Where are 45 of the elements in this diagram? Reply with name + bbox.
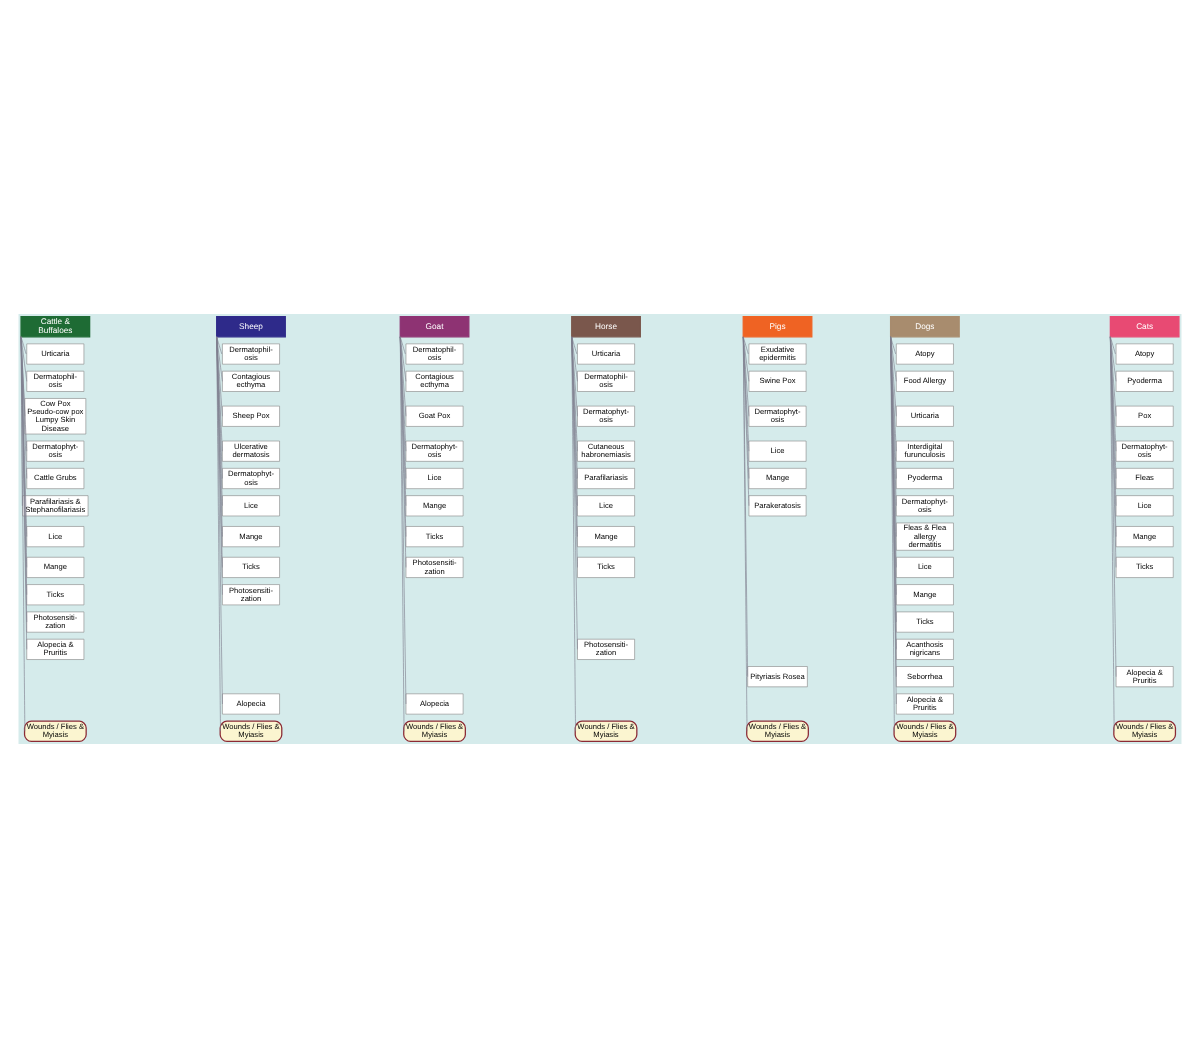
connector: [20, 336, 26, 732]
connector: [571, 336, 578, 417]
connector: [742, 336, 750, 452]
connector: [399, 336, 405, 732]
connector: [216, 336, 223, 417]
connector: [742, 336, 750, 507]
connector: [216, 336, 223, 479]
connector: [1110, 336, 1117, 452]
connector: [216, 336, 221, 732]
connector: [890, 336, 897, 382]
connector: [571, 336, 578, 452]
connector: [890, 336, 895, 732]
connector: [742, 336, 750, 479]
connector: [399, 336, 407, 417]
connector: [1110, 336, 1116, 355]
connector: [571, 336, 578, 479]
connector: [890, 336, 896, 355]
connector: [399, 336, 406, 355]
connector: [216, 336, 223, 452]
connector: [1110, 336, 1117, 382]
connector: [216, 336, 223, 382]
connector: [890, 336, 897, 479]
connector: [20, 336, 28, 382]
connector: [890, 336, 897, 452]
connector: [1110, 336, 1115, 732]
connector: [1110, 336, 1117, 677]
connector: [1110, 336, 1117, 417]
connector: [20, 336, 28, 479]
connector: [890, 336, 897, 417]
connector: [1110, 336, 1117, 479]
connector: [399, 336, 407, 382]
connector: [742, 336, 750, 382]
connector: [20, 336, 28, 452]
connector: [399, 336, 407, 479]
connector: [399, 336, 407, 705]
connector: [399, 336, 407, 452]
connector: [216, 336, 223, 355]
connector: [571, 336, 576, 732]
connector: [742, 336, 750, 417]
connector: [571, 336, 578, 355]
connector: [571, 336, 578, 650]
connector: [571, 336, 578, 382]
connector: [20, 336, 27, 355]
connector: [742, 336, 749, 355]
connector: [216, 336, 223, 705]
